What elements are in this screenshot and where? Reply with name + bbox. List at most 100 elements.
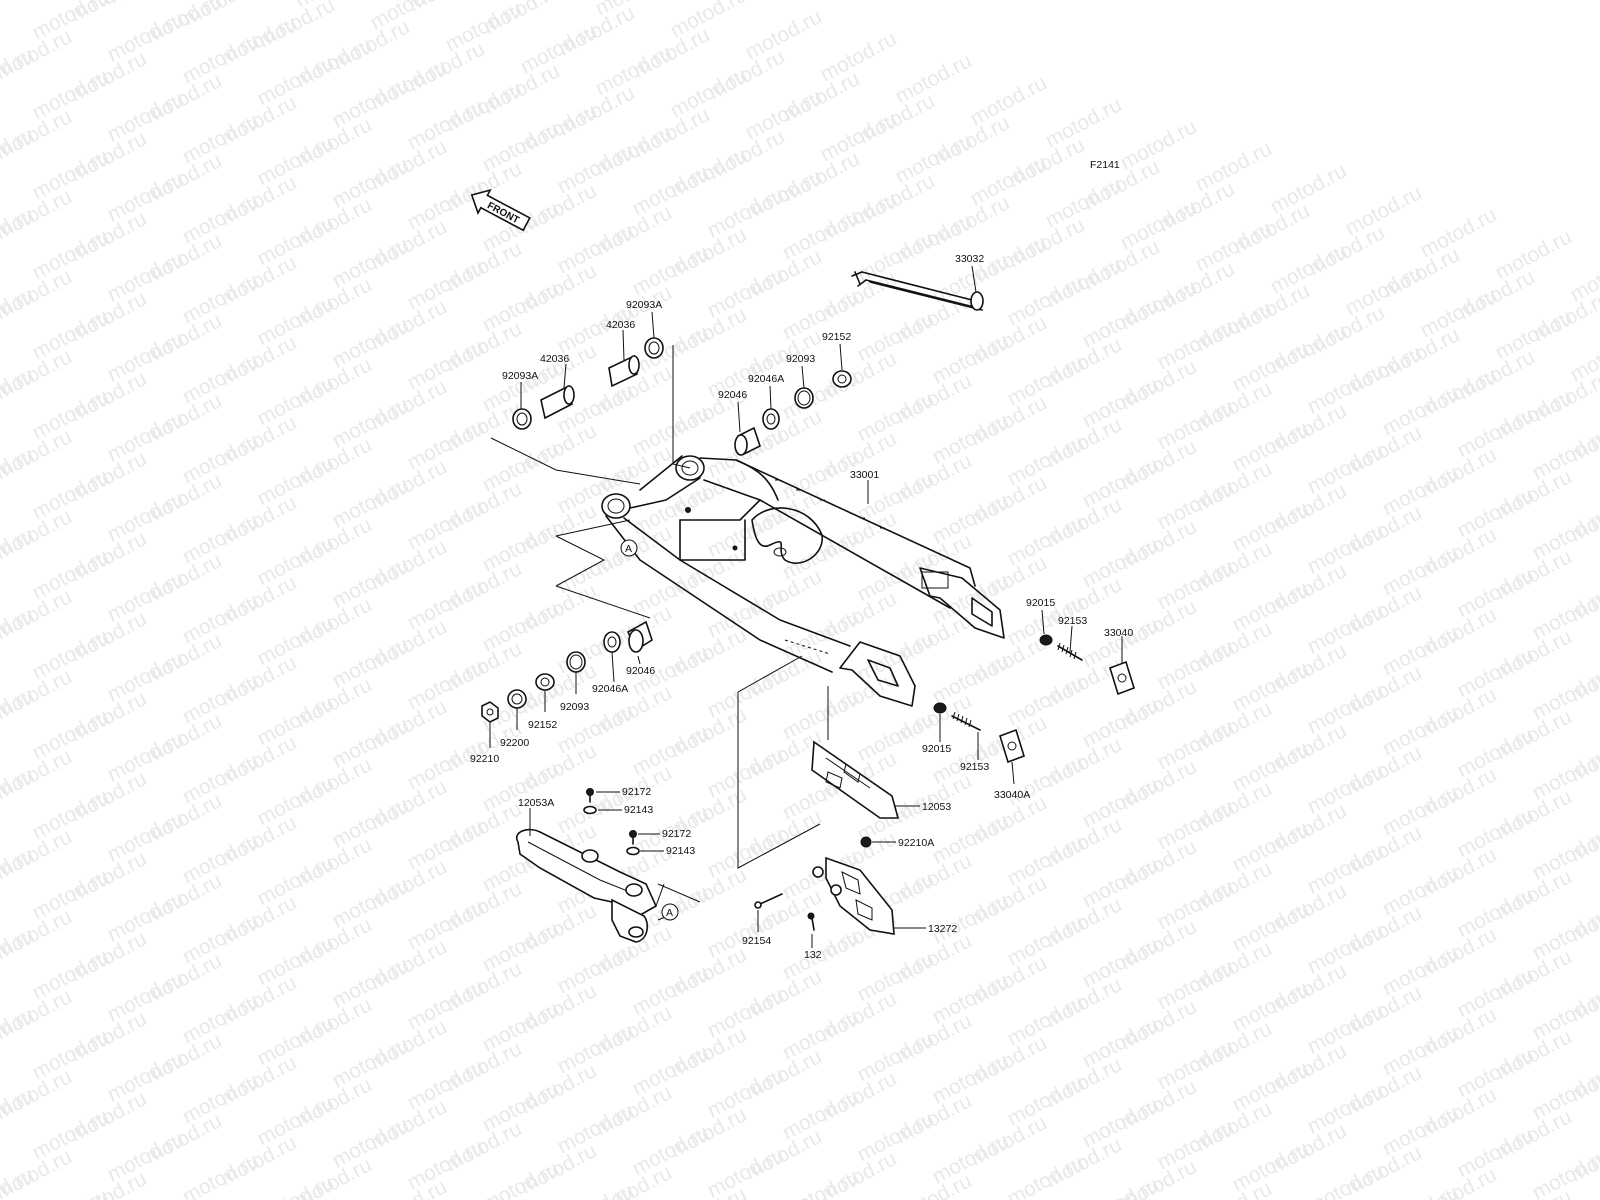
watermark-text: motod.ru — [1454, 643, 1538, 702]
watermark-text: motod.ru — [1267, 159, 1351, 218]
watermark-text: motod.ru — [1117, 115, 1201, 174]
assembly-lines — [490, 345, 829, 921]
label-33032: 33032 — [955, 253, 984, 265]
watermark-text: motod.ru — [0, 0, 76, 4]
label-92210: 92210 — [470, 753, 499, 765]
label-12053A: 12053A — [518, 797, 554, 809]
watermark-text: motod.ru — [104, 7, 188, 66]
watermark-text: motod.ru — [442, 0, 526, 56]
watermark-text: motod.ru — [329, 1113, 413, 1172]
label-132: 132 — [804, 949, 822, 961]
label-92046-bottom: 92046 — [626, 665, 655, 677]
watermark-text: motod.ru — [1154, 635, 1238, 694]
label-92172-a: 92172 — [622, 786, 651, 798]
adjuster-33040A — [999, 728, 1025, 764]
watermark-text: motod.ru — [254, 451, 338, 510]
watermark-text: motod.ru — [1154, 875, 1238, 934]
watermark-text: motod.ru — [104, 167, 188, 226]
watermark-text: motod.ru — [179, 109, 263, 168]
label-92093A-top: 92093A — [626, 299, 662, 311]
watermark-text: motod.ru — [779, 205, 863, 264]
watermark-text: motod.ru — [1079, 773, 1163, 832]
watermark-text: motod.ru — [854, 227, 938, 286]
seal-92093A-b — [644, 337, 664, 359]
watermark-text: motod.ru — [629, 321, 713, 380]
watermark-text: motod.ru — [967, 151, 1051, 210]
watermark-text: motod.ru — [329, 713, 413, 772]
watermark-text: motod.ru — [929, 489, 1013, 548]
watermark-text: motod.ru — [1454, 723, 1538, 782]
watermark-text: motod.ru — [29, 945, 113, 1004]
label-33040A: 33040A — [994, 789, 1030, 801]
axle-33032 — [851, 271, 984, 311]
watermark-text: motod.ru — [742, 5, 826, 64]
watermark-text: motod.ru — [1379, 621, 1463, 680]
label-42036-top: 42036 — [606, 319, 635, 331]
label-92015-right: 92015 — [1026, 597, 1055, 609]
watermark-text: motod.ru — [704, 263, 788, 322]
label-92046-top: 92046 — [718, 389, 747, 401]
leader-lines — [489, 265, 1123, 948]
watermark-text: motod.ru — [0, 723, 1, 782]
watermark-text: motod.ru — [1454, 1043, 1538, 1102]
label-33001: 33001 — [850, 469, 879, 481]
watermark-text: motod.ru — [29, 1185, 113, 1200]
label-42036-left: 42036 — [540, 353, 569, 365]
watermark-text: motod.ru — [1379, 861, 1463, 920]
watermark-text: motod.ru — [179, 29, 263, 88]
watermark-text: motod.ru — [329, 873, 413, 932]
watermark-text: motod.ru — [1229, 817, 1313, 876]
watermark-text: motod.ru — [29, 545, 113, 604]
label-92143-b: 92143 — [666, 845, 695, 857]
watermark-text: motod.ru — [329, 73, 413, 132]
watermark-text: motod.ru — [1079, 533, 1163, 592]
watermark-text: motod.ru — [404, 415, 488, 474]
watermark-text: motod.ru — [854, 1107, 938, 1166]
watermark-text: motod.ru — [29, 65, 113, 124]
watermark-text: motod.ru — [1079, 453, 1163, 512]
watermark-text: motod.ru — [1229, 1057, 1313, 1116]
watermark-text: motod.ru — [1304, 919, 1388, 978]
watermark-text: motod.ru — [104, 887, 188, 946]
watermark-text: motod.ru — [0, 483, 1, 542]
watermark-text: motod.ru — [29, 625, 113, 684]
watermark-text: motod.ru — [1004, 831, 1088, 890]
watermark-text: motod.ru — [254, 211, 338, 270]
watermark-text: motod.ru — [404, 895, 488, 954]
label-92153-left: 92153 — [960, 761, 989, 773]
watermark-text: motod.ru — [629, 1121, 713, 1180]
watermark-text: motod.ru — [479, 997, 563, 1056]
watermark-text: motod.ru — [1379, 381, 1463, 440]
watermark-text: motod.ru — [29, 385, 113, 444]
watermark-text: motod.ru — [1154, 315, 1238, 374]
watermark-text: motod.ru — [1454, 883, 1538, 942]
watermark-text: motod.ru — [629, 961, 713, 1020]
watermark-text: motod.ru — [104, 87, 188, 146]
watermark-text: motod.ru — [179, 189, 263, 248]
label-92200: 92200 — [500, 737, 529, 749]
watermark-text: motod.ru — [1379, 1101, 1463, 1160]
watermark-text: motod.ru — [929, 1049, 1013, 1108]
watermark-text: motod.ru — [1454, 563, 1538, 622]
watermark-text: motod.ru — [404, 655, 488, 714]
watermark-text: motod.ru — [29, 785, 113, 844]
watermark-text: motod.ru — [929, 409, 1013, 468]
bearing-92046-b — [626, 620, 653, 653]
watermark-text: motod.ru — [1342, 261, 1426, 320]
label-92152-bottom: 92152 — [528, 719, 557, 731]
chain-guide-13272 — [812, 856, 895, 935]
watermark-text: motod.ru — [179, 669, 263, 728]
watermark-text: motod.ru — [104, 647, 188, 706]
chain-slider-12053A — [515, 828, 658, 943]
watermark-text: motod.ru — [479, 597, 563, 656]
watermark-text: motod.ru — [329, 633, 413, 692]
watermark-text: motod.ru — [1079, 1093, 1163, 1152]
watermark-text: motod.ru — [929, 809, 1013, 868]
watermark-text: motod.ru — [1304, 1079, 1388, 1138]
watermark-text: motod.ru — [1304, 999, 1388, 1058]
watermark-text: motod.ru — [1079, 293, 1163, 352]
seal-92093A-a — [512, 408, 532, 430]
watermark-text: motod.ru — [0, 563, 1, 622]
watermark-text: motod.ru — [1154, 555, 1238, 614]
watermark-text: motod.ru — [29, 1025, 113, 1084]
